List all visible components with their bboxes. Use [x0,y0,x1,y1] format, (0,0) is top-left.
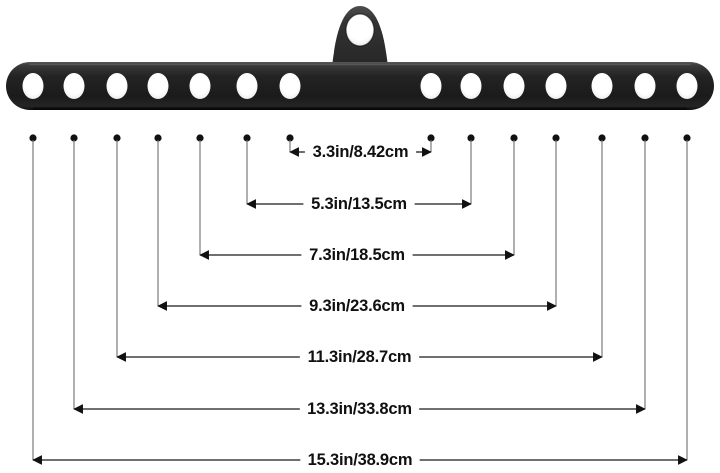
bar-hole [545,73,567,99]
extension-line [70,134,78,409]
extension-dot [70,134,78,142]
extension-dot [196,134,204,142]
extension-line [196,134,204,255]
bar-assembly [6,6,714,110]
extension-dot [467,134,475,142]
extension-line [286,134,294,152]
bar-hole [460,73,482,99]
extension-dot [641,134,649,142]
dim-3-3in: 3.3in/8.42cm [289,143,432,161]
extension-line [29,134,37,460]
extension-dot [243,134,251,142]
dimension-rows: 3.3in/8.42cm 5.3in/13.5cm 7.3in/18.5cm 9.3i… [32,143,688,469]
extension-dot [427,134,435,142]
extension-dot [29,134,37,142]
dimension-label: 13.3in/33.8cm [307,400,412,418]
extension-dot [598,134,606,142]
extension-dot [683,134,691,142]
dim-15-3in: 15.3in/38.9cm [32,451,688,469]
dimension-label: 3.3in/8.42cm [313,143,409,161]
extension-dot [154,134,162,142]
extension-line [467,134,475,204]
bar-hole [22,73,44,99]
bar-hole [106,73,128,99]
bar-hole [591,73,613,99]
extension-line [641,134,649,409]
bar-hole [634,73,656,99]
bar-hole [63,73,85,99]
extension-line [598,134,606,357]
tab-hole [346,14,374,46]
dimension-label: 15.3in/38.9cm [308,451,413,469]
dimension-label: 7.3in/18.5cm [309,246,405,264]
extension-lines [29,134,691,460]
dim-9-3in: 9.3in/23.6cm [157,297,557,315]
extension-line [552,134,560,306]
bar-hole [676,73,698,99]
extension-dot [113,134,121,142]
dimension-label: 9.3in/23.6cm [309,297,405,315]
extension-line [510,134,518,255]
extension-line [154,134,162,306]
extension-line [113,134,121,357]
dim-5-3in: 5.3in/13.5cm [246,195,472,213]
dim-11-3in: 11.3in/28.7cm [116,348,603,366]
extension-dot [510,134,518,142]
bar-body [6,62,714,110]
dim-13-3in: 13.3in/33.8cm [73,400,646,418]
dimension-label: 11.3in/28.7cm [308,348,412,366]
bar-hole [279,73,301,99]
bar-hole [236,73,258,99]
extension-dot [286,134,294,142]
bar-holes [22,73,698,99]
dimension-label: 5.3in/13.5cm [311,195,407,213]
tab-hole-inner-shadow [345,13,375,47]
bar-hole [420,73,442,99]
extension-line [683,134,691,460]
bar-hole [503,73,525,99]
dim-7-3in: 7.3in/18.5cm [199,246,515,264]
extension-line [427,134,435,152]
extension-line [243,134,251,204]
bar-hole [147,73,169,99]
extension-dot [552,134,560,142]
bar-hole [189,73,211,99]
